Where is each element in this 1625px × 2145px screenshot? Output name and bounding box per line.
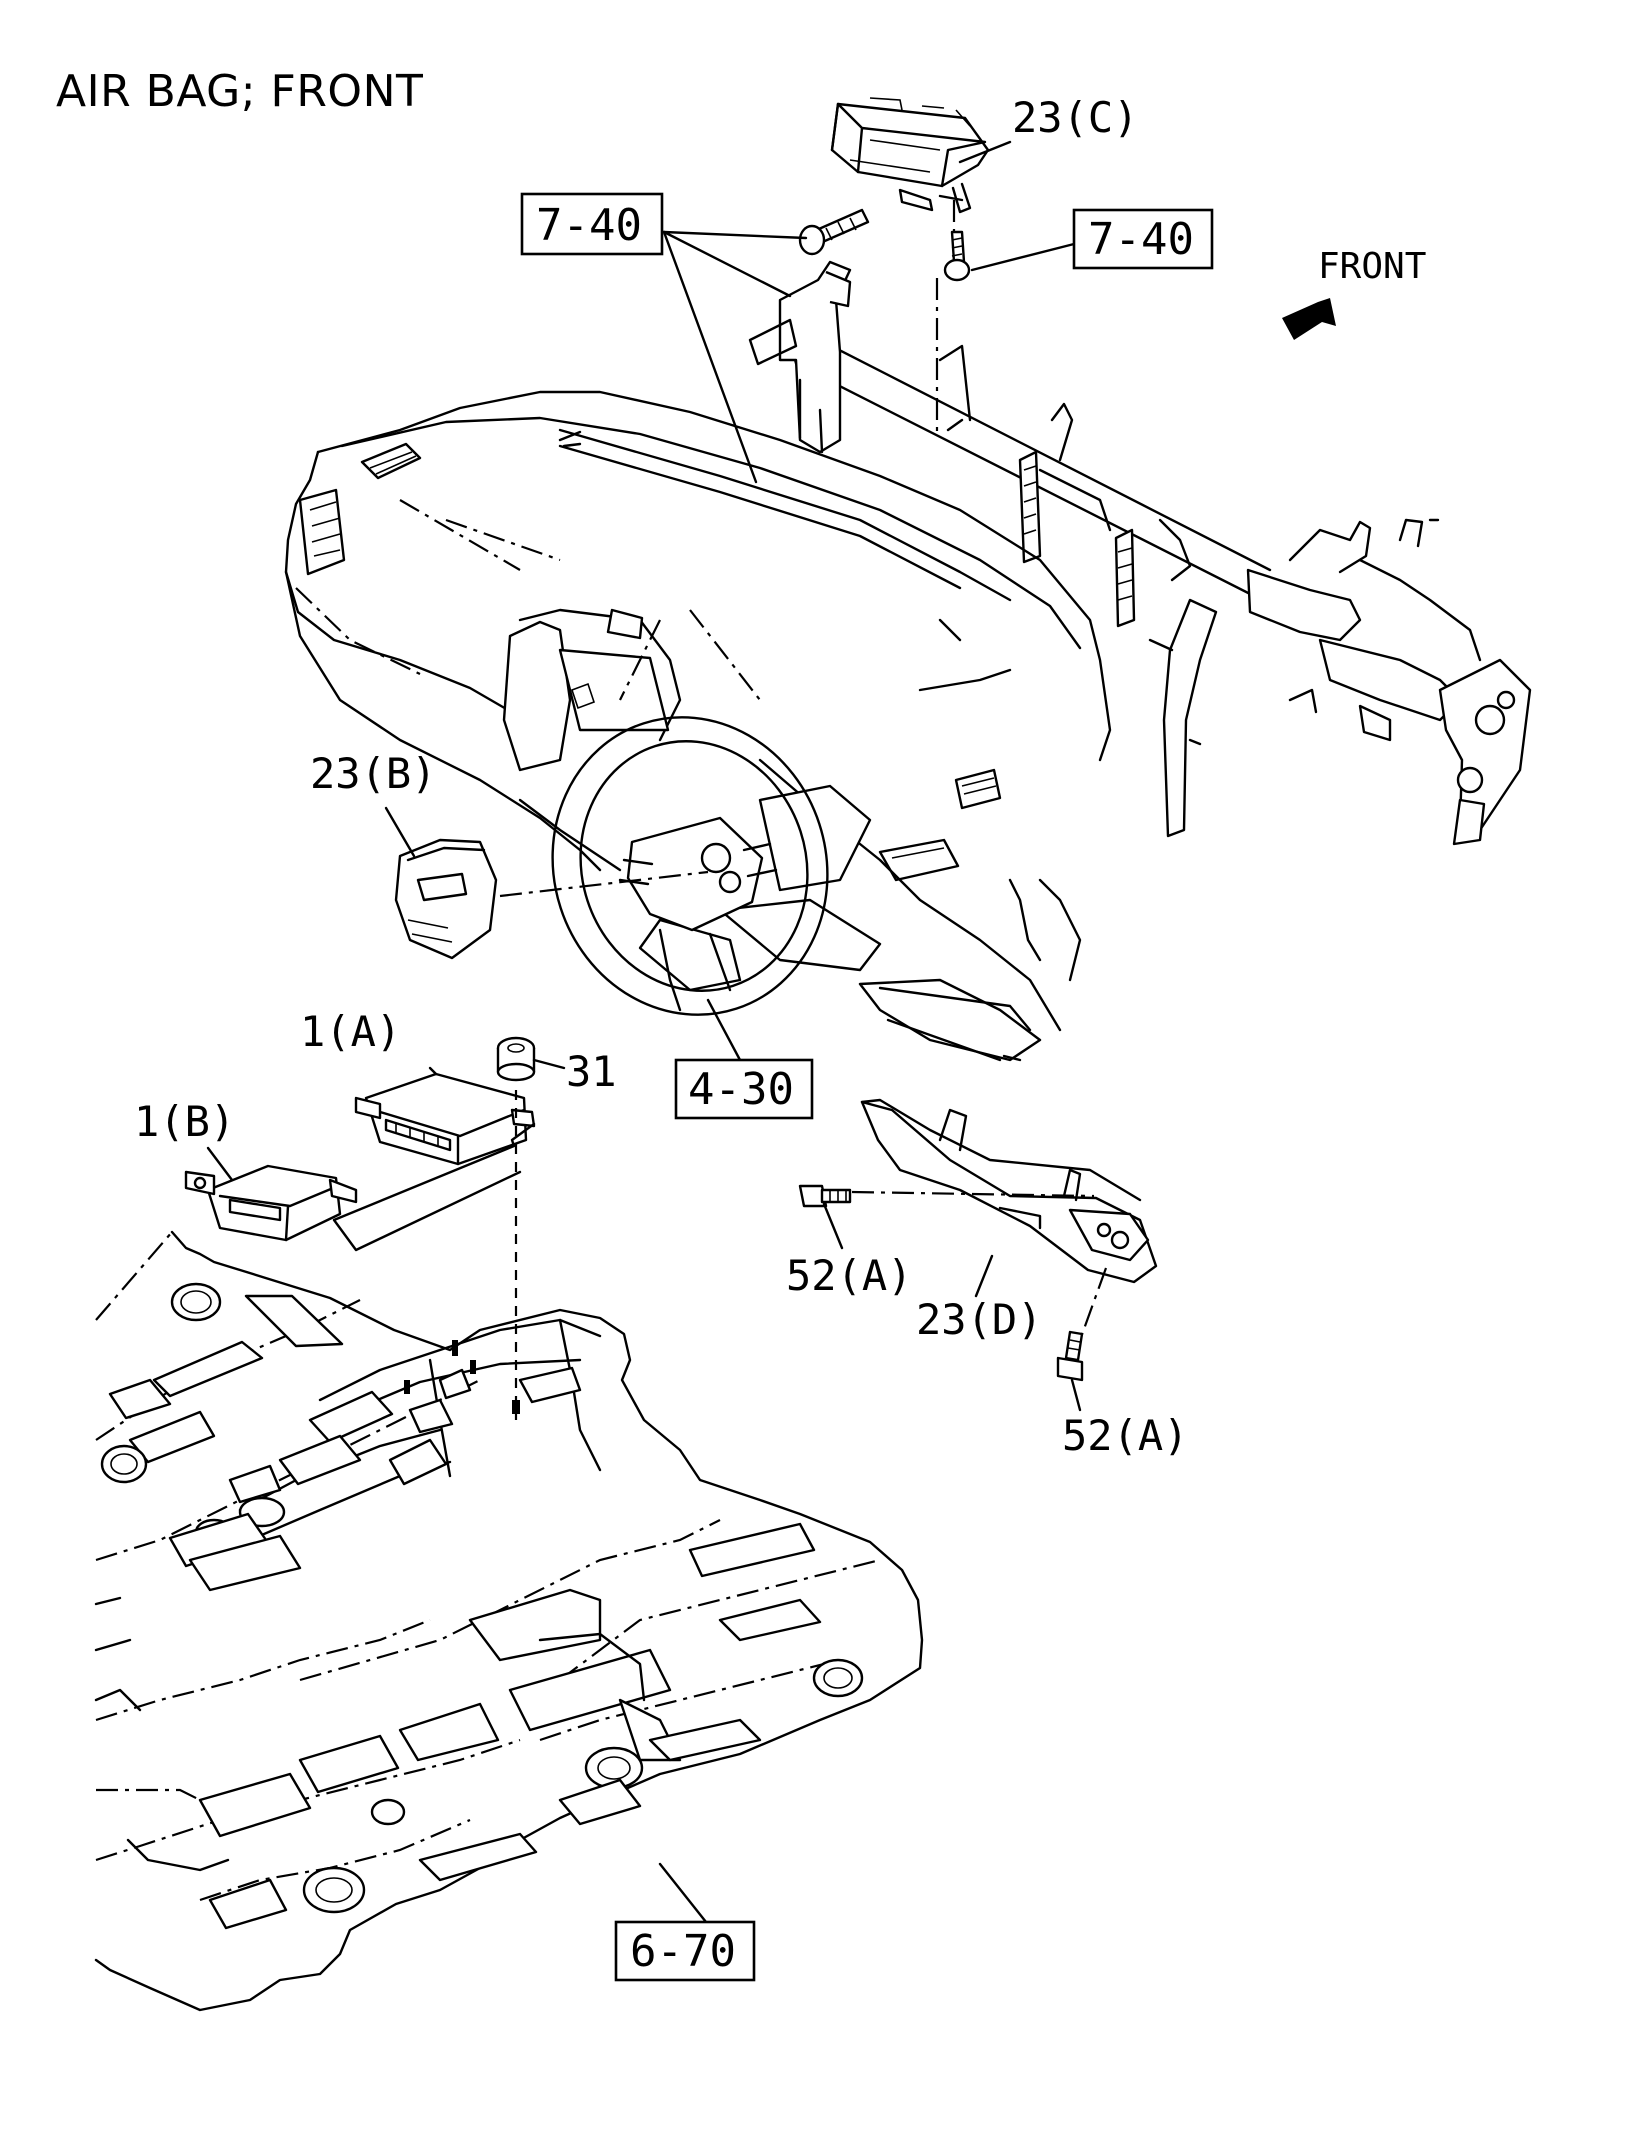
svg-text:4-30: 4-30 [688, 1064, 794, 1115]
callout-23c: 23(C) [1012, 93, 1138, 142]
knee-airbag-module [860, 1098, 1158, 1284]
passenger-airbag-module [830, 97, 990, 214]
instrument-panel [284, 390, 1112, 1062]
bolt-52a-upper [798, 1184, 852, 1208]
nut-31 [496, 1036, 536, 1082]
reference-box-7-40-left: 7-40 [520, 192, 664, 256]
leader-lines [206, 140, 1082, 1924]
callout-1a: 1(A) [300, 1007, 401, 1056]
airbag-sensor-1a [354, 1072, 536, 1166]
callout-labels: 23(C) 23(B) 23(D) 1(A) 1(B) 31 52(A) 52(… [134, 93, 1188, 1460]
bolt-upper-right [943, 230, 971, 282]
callout-52a-upper: 52(A) [786, 1251, 912, 1300]
cross-car-beam [748, 260, 1532, 846]
bolt-upper-left [798, 208, 870, 256]
callout-23b: 23(B) [310, 749, 436, 798]
reference-box-6-70: 6-70 [614, 1920, 756, 1982]
callout-23d: 23(D) [916, 1295, 1042, 1344]
callout-1b: 1(B) [134, 1097, 235, 1146]
callout-52a-lower: 52(A) [1062, 1411, 1188, 1460]
airbag-sensor-1b [184, 1164, 358, 1242]
floor-panel [94, 1230, 924, 2012]
svg-text:7-40: 7-40 [1088, 214, 1194, 265]
diagram-title: AIR BAG; FRONT [56, 66, 424, 117]
front-direction-indicator: FRONT [1282, 246, 1426, 340]
driver-airbag-module [394, 838, 498, 960]
callout-31: 31 [566, 1047, 617, 1096]
steering-wheel [551, 716, 829, 1016]
reference-box-7-40-right: 7-40 [1072, 208, 1214, 270]
svg-text:7-40: 7-40 [536, 200, 642, 251]
front-arrow-icon [1282, 298, 1336, 340]
reference-box-4-30: 4-30 [674, 1058, 814, 1120]
front-label: FRONT [1318, 246, 1426, 287]
svg-text:6-70: 6-70 [630, 1926, 736, 1977]
bolt-52a-lower [1056, 1330, 1084, 1382]
